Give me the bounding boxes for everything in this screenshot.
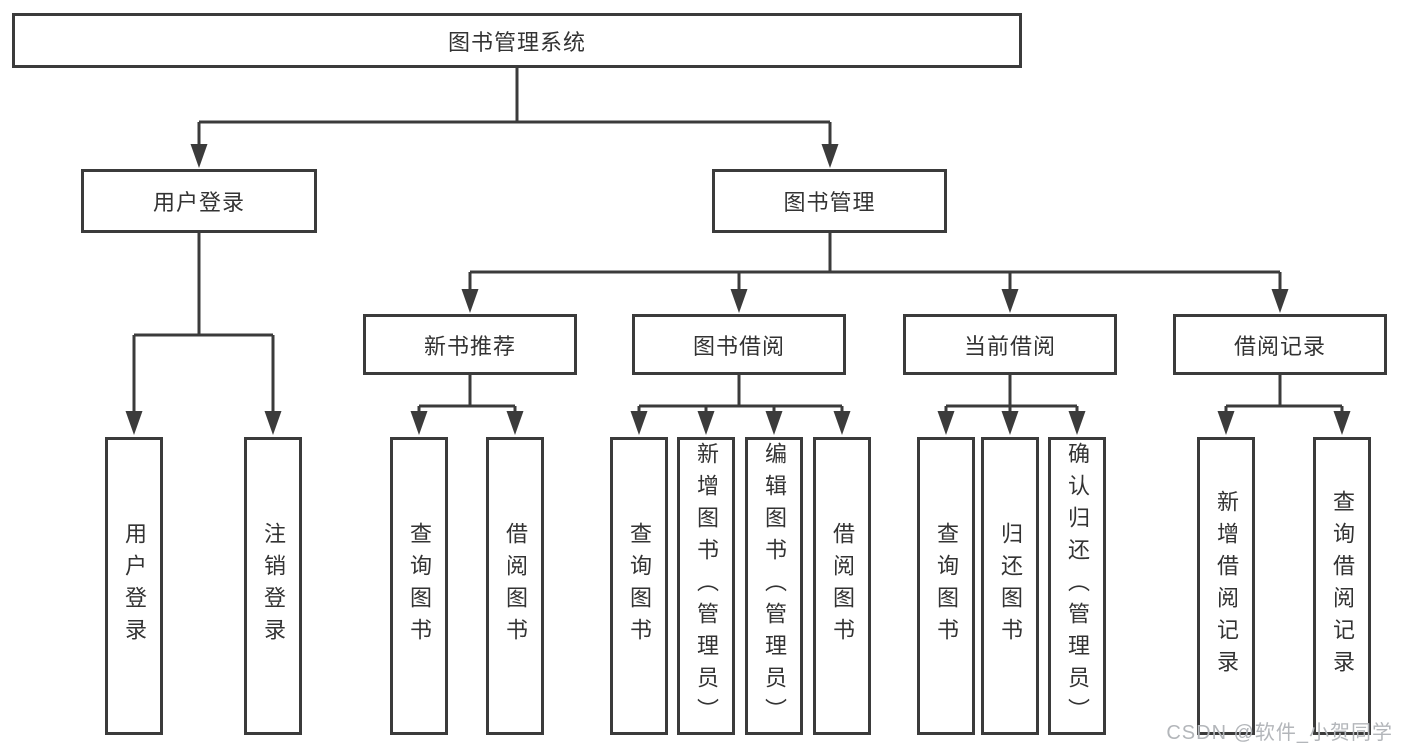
node-label: 用户登录	[152, 190, 245, 215]
node-label: 新书推荐	[423, 333, 516, 359]
leaf-add-borrow-record: 新增借阅记录	[1197, 437, 1255, 735]
arrowhead-group	[125, 144, 1351, 435]
leaf-return-book: 归还图书	[981, 437, 1039, 735]
leaf-query-books-1: 查询图书	[390, 437, 448, 735]
node-label: 借阅记录	[1233, 333, 1326, 359]
node-label: 图书管理系统	[447, 29, 586, 55]
csdn-watermark: CSDN @软件_小贺同学	[1166, 722, 1393, 744]
node-label: 图书管理	[783, 190, 876, 215]
leaf-logout-login: 注销登录	[244, 437, 302, 735]
leaf-label: 查询图书	[407, 522, 432, 650]
leaf-label: 查询图书	[627, 522, 652, 650]
leaf-confirm-return-admin: 确认归还（管理员）	[1048, 437, 1106, 735]
leaf-query-borrow-record: 查询借阅记录	[1313, 437, 1371, 735]
leaf-label: 新增借阅记录	[1214, 490, 1239, 682]
leaf-label: 注销登录	[261, 522, 286, 650]
leaf-query-books-3: 查询图书	[917, 437, 975, 735]
node-user-login: 用户登录	[81, 169, 317, 233]
leaf-add-book-admin: 新增图书（管理员）	[677, 437, 735, 735]
node-label: 当前借阅	[963, 333, 1056, 359]
leaf-label: 确认归还（管理员）	[1065, 442, 1090, 730]
node-label: 图书借阅	[692, 333, 785, 359]
node-borrow-records: 借阅记录	[1173, 314, 1387, 375]
leaf-borrow-books-1: 借阅图书	[486, 437, 544, 735]
node-new-book-recommend: 新书推荐	[363, 314, 577, 375]
leaf-borrow-books-2: 借阅图书	[813, 437, 871, 735]
leaf-label: 编辑图书（管理员）	[762, 442, 787, 730]
leaf-label: 查询图书	[934, 522, 959, 650]
leaf-label: 借阅图书	[503, 522, 528, 650]
node-current-borrow: 当前借阅	[903, 314, 1117, 375]
leaf-label: 归还图书	[998, 522, 1023, 650]
leaf-edit-book-admin: 编辑图书（管理员）	[745, 437, 803, 735]
leaf-query-books-2: 查询图书	[610, 437, 668, 735]
leaf-label: 用户登录	[122, 522, 147, 650]
leaf-user-login: 用户登录	[105, 437, 163, 735]
node-book-borrow: 图书借阅	[632, 314, 846, 375]
node-book-management: 图书管理	[712, 169, 947, 233]
node-library-management-system: 图书管理系统	[12, 13, 1022, 68]
leaf-label: 查询借阅记录	[1330, 490, 1355, 682]
leaf-label: 新增图书（管理员）	[694, 442, 719, 730]
leaf-label: 借阅图书	[830, 522, 855, 650]
